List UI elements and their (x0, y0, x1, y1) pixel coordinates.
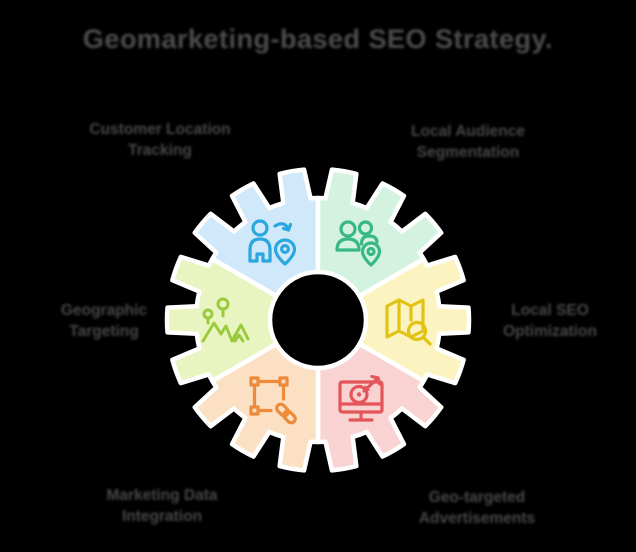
label-geographic-targeting: Geographic Targeting (61, 301, 147, 343)
landscape-pins-icon (199, 293, 259, 353)
map-search-icon (379, 293, 439, 353)
gear-segment-geographic-targeting (164, 254, 279, 386)
gear-segment-geo-targeted-advertisements (315, 341, 444, 473)
label-line-1: Customer Location (89, 121, 231, 139)
label-line-2: Targeting (69, 323, 139, 340)
vector-link-icon (243, 370, 303, 430)
label-line-1: Marketing Data (106, 487, 218, 505)
person-location-arrow-icon (243, 216, 303, 276)
label-marketing-data-integration: Marketing Data Integration (106, 486, 217, 528)
gear-segment-local-seo-optimization (357, 254, 472, 386)
label-local-audience-segmentation: Local Audience Segmentation (411, 122, 525, 164)
label-line-1: Geo-targeted (428, 489, 526, 507)
label-line-2: Tracking (128, 142, 192, 159)
label-line-2: Advertisements (418, 510, 536, 527)
target-screen-icon (333, 370, 393, 430)
label-line-2: Optimization (503, 323, 597, 340)
label-customer-location-tracking: Customer Location Tracking (89, 120, 230, 162)
label-local-seo-optimization: Local SEO Optimization (503, 301, 597, 343)
label-line-2: Integration (121, 508, 203, 525)
page-title: Geomarketing-based SEO Strategy. (82, 24, 554, 54)
label-line-1: Local Audience (411, 123, 525, 141)
people-location-icon (333, 216, 393, 276)
label-line-1: Geographic (60, 302, 148, 320)
label-line-2: Segmentation (416, 144, 520, 161)
label-geo-targeted-advertisements: Geo-targeted Advertisements (419, 488, 535, 530)
label-line-1: Local SEO (511, 302, 589, 320)
